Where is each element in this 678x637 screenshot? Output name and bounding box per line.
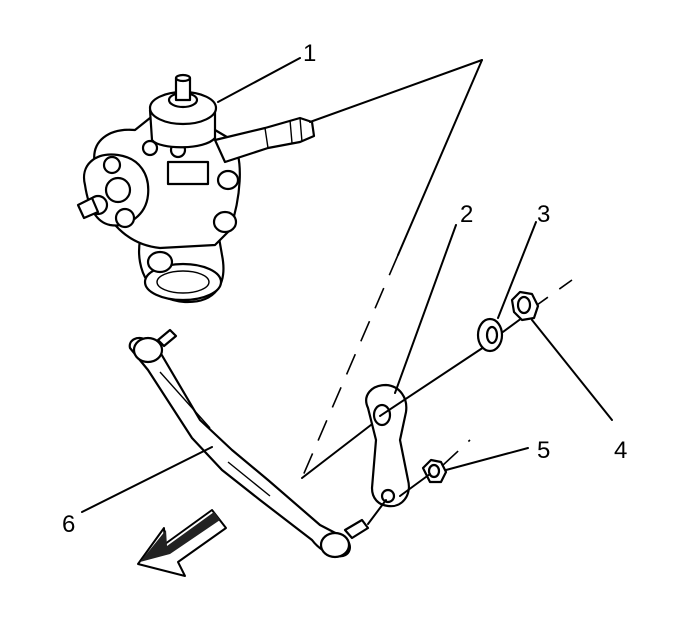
relay-rod [128,328,370,559]
callout-5: 5 [537,437,550,464]
callout-6: 6 [62,511,75,538]
pitman-arm-nut [510,290,540,322]
pitman-arm [365,383,410,508]
callout-1: 1 [303,40,316,67]
callout-4: 4 [614,437,627,464]
steering-gear [76,73,316,304]
callout-2: 2 [460,201,473,228]
relay-rod-nut [421,458,448,484]
front-direction-arrow-icon [137,509,227,577]
lock-washer [476,317,504,353]
callout-3: 3 [537,201,550,228]
